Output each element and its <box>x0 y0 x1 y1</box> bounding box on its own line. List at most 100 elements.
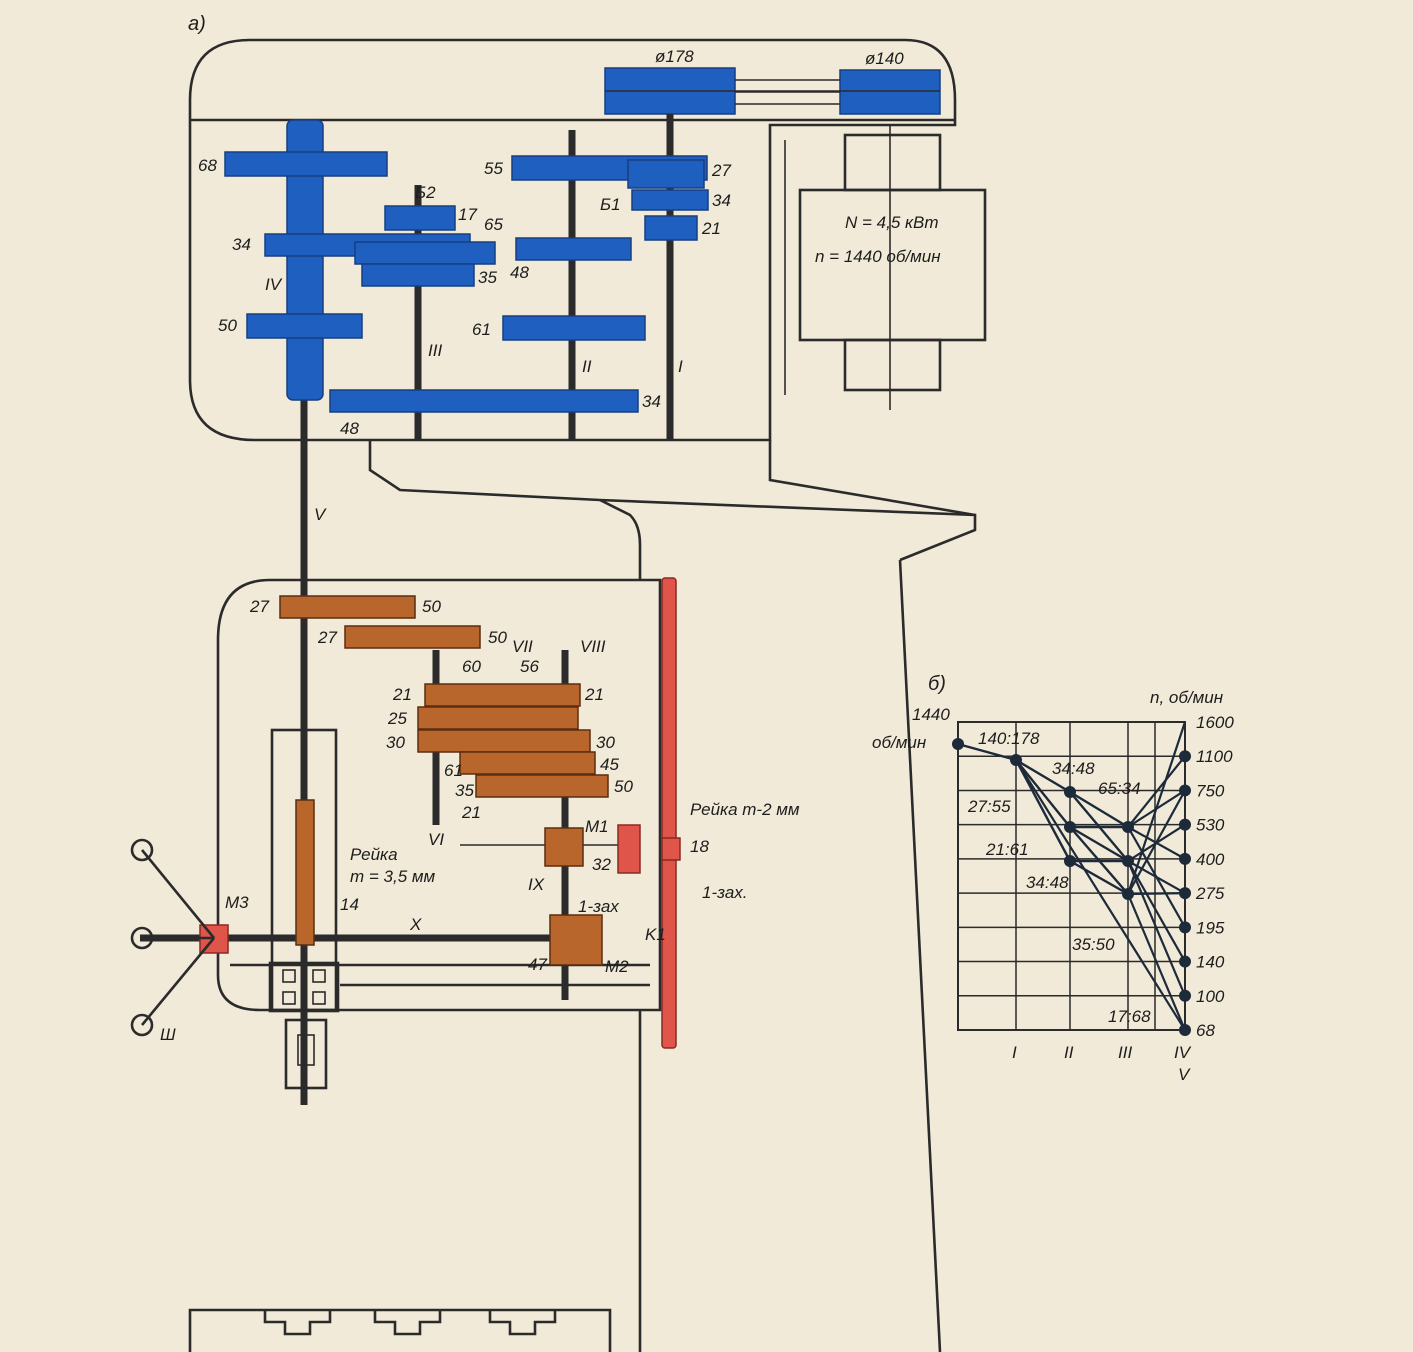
shaft-label-IX: IX <box>528 875 545 894</box>
feed-gear-30: 30 <box>386 733 405 752</box>
chart-node <box>1064 821 1076 833</box>
gear-48-bottom: 48 <box>340 419 359 438</box>
chart-output-node <box>1179 852 1191 865</box>
chart-ray <box>1126 721 1187 895</box>
gear-47: 47 <box>528 955 547 974</box>
feed-handle[interactable] <box>130 838 216 1037</box>
chart-speed-label: 68 <box>1196 1021 1215 1040</box>
feed-gear-21-right: 21 <box>584 685 604 704</box>
chart-input-unit: об/мин <box>872 733 927 752</box>
gear-50-left: 50 <box>218 316 237 335</box>
chart-speed-label: 1600 <box>1196 713 1234 732</box>
shaft-label-III: III <box>428 341 442 360</box>
chart-ray <box>957 742 1017 762</box>
chart-output-node <box>1179 989 1191 1002</box>
motor-power: N = 4,5 кВт <box>845 213 939 232</box>
ratio-34-48-top: 34:48 <box>1052 759 1095 778</box>
chart-ray <box>1014 759 1072 862</box>
shaft-label-V: V <box>314 505 327 524</box>
pulley-label-178: ø178 <box>655 47 694 66</box>
chart-speed-label: 530 <box>1196 816 1225 835</box>
shaft-label-IV: IV <box>265 275 283 294</box>
chart-speed-label: 750 <box>1196 781 1225 800</box>
gear-61: 61 <box>472 320 491 339</box>
chart-ray <box>1015 759 1186 1031</box>
feed-gear-50b: 50 <box>488 628 507 647</box>
pulleys: ø178 ø140 <box>604 47 941 115</box>
feed-gear-60: 60 <box>462 657 481 676</box>
chart-ray <box>1127 755 1186 828</box>
chart-ray <box>1069 825 1129 863</box>
block-b1: Б1 <box>600 195 621 214</box>
chart-node <box>952 738 964 750</box>
chart-ray <box>1015 758 1071 794</box>
feed-gears <box>279 595 609 966</box>
handle-label: Ш <box>160 1025 176 1044</box>
ratio-34-48-low: 34:48 <box>1026 873 1069 892</box>
shaft-label-II: II <box>582 357 592 376</box>
feed-gear-21: 21 <box>392 685 412 704</box>
ratio-35-50: 35:50 <box>1072 935 1115 954</box>
shaft-label-VII: VII <box>512 637 533 656</box>
feed-gear-50: 50 <box>614 777 633 796</box>
clutch-m3: M3 <box>225 893 249 912</box>
pulley-label-140: ø140 <box>865 49 904 68</box>
ratio-65-34: 65:34 <box>1098 779 1141 798</box>
gear-68: 68 <box>198 156 217 175</box>
chart-ray <box>1069 790 1129 829</box>
chart-output-node <box>1179 955 1191 968</box>
chart-output-node <box>1179 818 1191 831</box>
chart-input-speed: 1440 <box>912 705 950 724</box>
ratio-27-55: 27:55 <box>967 797 1011 816</box>
chart-node <box>1122 888 1134 900</box>
chart-output-node <box>1179 887 1191 900</box>
gear-17: 17 <box>458 205 477 224</box>
clutch-m2: M2 <box>605 957 629 976</box>
gear-14: 14 <box>340 895 359 914</box>
chart-speed-label: 1100 <box>1196 747 1233 766</box>
chart-output-node <box>1179 1024 1191 1036</box>
chart-ray <box>1127 789 1186 895</box>
chart-grid <box>957 721 1186 1031</box>
chart-ray <box>1126 893 1187 1031</box>
chart-node <box>1122 821 1134 833</box>
rack-module: m = 3,5 мм <box>350 867 436 886</box>
gear-27: 27 <box>711 161 731 180</box>
feed-gear-45: 45 <box>600 755 619 774</box>
table <box>188 1010 642 1352</box>
chart-speed-label: 140 <box>1196 953 1225 972</box>
coupling-k1: K1 <box>645 925 666 944</box>
shaft-label-I: I <box>678 357 683 376</box>
gear-18: 18 <box>690 837 709 856</box>
chart-ray <box>1127 892 1186 896</box>
chart-speed-label: 275 <box>1195 884 1225 903</box>
shaft-label-VIII: VIII <box>580 637 606 656</box>
gear-48-mid: 48 <box>510 263 529 282</box>
chart-node <box>1064 786 1076 798</box>
feed-gear-50a: 50 <box>422 597 441 616</box>
feed-gear-27a: 27 <box>249 597 269 616</box>
spindle-gears <box>224 119 709 413</box>
chart-rays <box>957 721 1187 1031</box>
shaft-label-VI: VI <box>428 830 444 849</box>
chart-shaft-label: V <box>1178 1065 1191 1084</box>
clutch-m1: M1 <box>585 817 609 836</box>
gear-34-right: 34 <box>712 191 731 210</box>
rack-m2: Рейка m-2 мм <box>690 800 800 819</box>
chart-output-node <box>1179 921 1191 934</box>
motor-speed: n = 1440 об/мин <box>815 247 941 266</box>
ratio-17-68: 17:68 <box>1108 1007 1151 1026</box>
chart-frame <box>957 721 1186 1031</box>
panel-a-label: а) <box>188 13 206 35</box>
gear-35: 35 <box>478 268 497 287</box>
chart-speed-label: 195 <box>1196 918 1225 937</box>
rack-label: Рейка <box>350 845 398 864</box>
chart-ray <box>1126 860 1187 997</box>
chart-shaft-label: I <box>1012 1043 1017 1062</box>
block-b2: Б2 <box>415 183 436 202</box>
gearbox-labels: 68 34 50 48 17 65 35 Б2 55 48 61 34 27 3… <box>198 156 731 438</box>
gear-34-left: 34 <box>232 235 251 254</box>
chart-ray <box>1015 759 1071 828</box>
